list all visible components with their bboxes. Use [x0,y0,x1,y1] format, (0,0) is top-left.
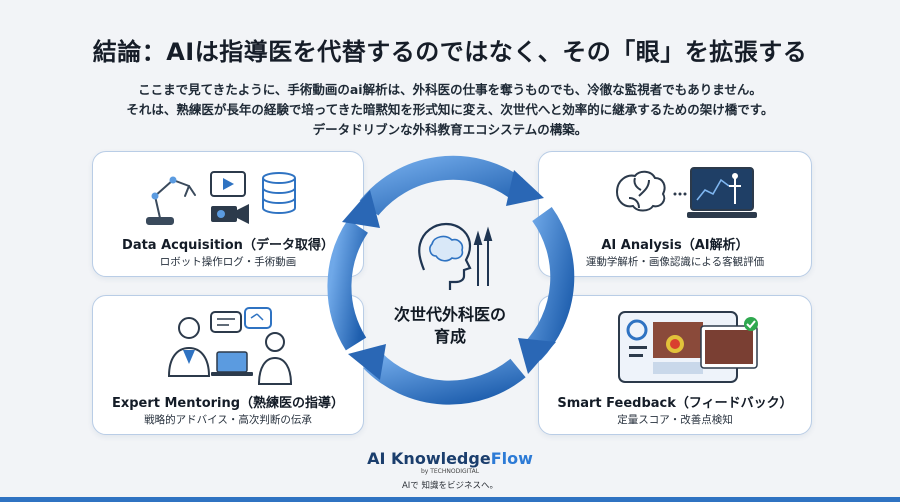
intro-text: ここまで見てきたように、手術動画のai解析は、外科医の仕事を奪うものでも、冷徹な… [60,80,840,140]
scalpel-icon [473,226,493,286]
cycle-center-label: 次世代外科医の 育成 [360,304,540,348]
camera-icon [211,204,249,224]
brand-by: by TECHNODIGITAL [420,468,480,475]
card-title: Data Acquisition（データ取得） [122,238,334,253]
brain-icon [615,170,666,212]
smart-feedback-illustration [618,311,758,383]
card-title: Smart Feedback（フィードバック） [557,396,793,411]
video-play-icon [210,171,246,197]
brand-name-main: AI Knowledge [367,449,491,468]
ellipsis-dots [673,192,687,196]
person-icon [257,332,293,385]
speech-bubble-icon [210,307,272,333]
center-line-2: 育成 [433,327,466,346]
robot-arm-icon [146,176,196,225]
data-acquisition-illustration [146,171,296,225]
cycle-arrowhead-4 [342,190,380,228]
cycle-arrow-segment-4 [327,219,369,351]
footer-accent-line [0,497,900,502]
check-icon [744,317,758,331]
card-subtitle: 運動学解析・画像認識による客観評価 [585,256,765,268]
card-title: Expert Mentoring（熟練医の指導） [111,396,345,411]
page-title: 結論：AIは指導医を代替するのではなく、その「眼」を拡張する [92,38,808,66]
intro-line-1: ここまで見てきたように、手術動画のai解析は、外科医の仕事を奪うものでも、冷徹な… [138,82,762,97]
card-title: AI Analysis（AI解析） [601,238,749,253]
brand-tagline: AIで 知識をビジネスへ。 [401,481,499,491]
cycle-arrowhead-1 [506,170,544,206]
cycle-arrow-segment-3 [363,351,526,405]
card-subtitle: ロボット操作ログ・手術動画 [159,256,297,268]
database-icon [262,172,296,214]
intro-line-3: データドリブンな外科教育エコシステムの構築。 [312,122,588,137]
cycle-arrow-segment-1 [359,155,523,216]
card-ai-analysis: AI Analysis（AI解析） 運動学解析・画像認識による客観評価 [538,151,812,277]
cycle-arrowhead-3 [348,344,386,380]
head-brain-icon [418,222,472,290]
center-line-1: 次世代外科医の [393,305,506,324]
intro-line-2: それは、熟練医が長年の経験で培ってきた暗黙知を形式知に変え、次世代へと効率的に継… [126,102,774,117]
monitor-chart-icon [687,167,757,218]
card-data-acquisition: Data Acquisition（データ取得） ロボット操作ログ・手術動画 [92,151,364,277]
card-smart-feedback: Smart Feedback（フィードバック） 定量スコア・改善点検知 [538,295,812,435]
cycle-arrow-segment-2 [523,207,575,361]
card-subtitle: 戦略的アドバイス・高次判断の伝承 [144,414,312,426]
cycle-arrowhead-2 [518,338,556,374]
card-subtitle: 定量スコア・改善点検知 [617,414,733,426]
overlay-video-panel [700,325,758,369]
laptop-icon [211,351,253,376]
cycle-arrow-icon [327,155,575,405]
expert-mentoring-illustration [167,307,293,385]
doctor-icon [167,317,211,377]
brand-logo: AI KnowledgeFlow [0,449,900,468]
ai-analysis-illustration [615,167,757,218]
brand-name-accent: Flow [490,449,533,468]
